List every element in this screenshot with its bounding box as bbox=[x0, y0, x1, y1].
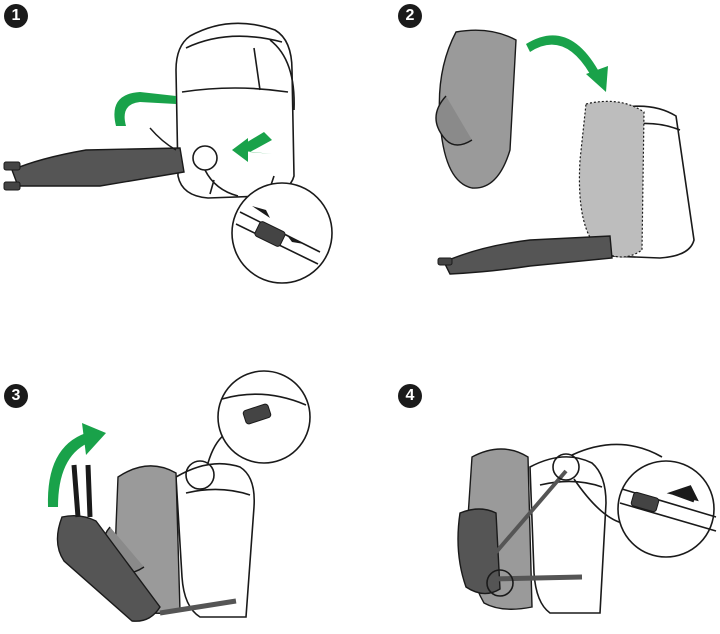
step-3-illustration bbox=[47, 370, 311, 622]
harness-icon bbox=[578, 100, 645, 258]
step-3-panel: 3 bbox=[0, 317, 360, 634]
curved-arrow-icon bbox=[47, 423, 106, 507]
strap-icon bbox=[437, 235, 613, 275]
backpack-icon bbox=[175, 22, 295, 199]
strap-icon bbox=[457, 469, 583, 595]
curved-arrow-icon bbox=[114, 92, 272, 162]
step-1-panel: 1 bbox=[0, 0, 360, 317]
buckle-icon bbox=[242, 403, 272, 425]
step-number-badge: 4 bbox=[398, 384, 422, 408]
step-4-illustration bbox=[457, 443, 717, 614]
buckle-icon bbox=[630, 485, 699, 513]
step-4-panel: 4 bbox=[360, 317, 720, 634]
curved-arrow-icon bbox=[526, 35, 608, 92]
strap-icon bbox=[3, 127, 185, 191]
strap-icon bbox=[56, 464, 237, 622]
step-1-illustration bbox=[3, 22, 333, 284]
harness-icon bbox=[435, 29, 517, 189]
backpack-icon bbox=[175, 462, 256, 618]
step-2-panel: 2 bbox=[360, 0, 720, 317]
step-number-badge: 2 bbox=[398, 4, 422, 28]
buckle-icon bbox=[252, 206, 304, 247]
step-number-badge: 1 bbox=[4, 4, 28, 28]
step-2-illustration bbox=[435, 29, 695, 275]
step-number-badge: 3 bbox=[4, 384, 28, 408]
